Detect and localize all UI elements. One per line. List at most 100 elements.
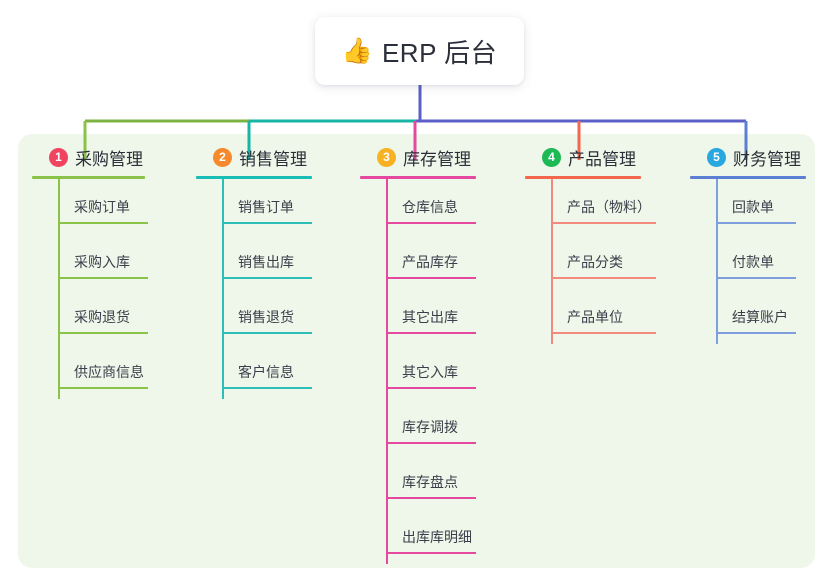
list-item[interactable]: 产品（物料） <box>525 179 656 234</box>
list-item-rule <box>222 387 312 389</box>
list-item-rule <box>551 277 656 279</box>
list-item-rule <box>386 332 476 334</box>
list-item[interactable]: 产品单位 <box>525 289 656 344</box>
list-item[interactable]: 其它入库 <box>360 344 476 399</box>
branch-title-4: 产品管理 <box>568 149 636 169</box>
list-item-rule <box>386 387 476 389</box>
branch-title-1: 采购管理 <box>75 149 143 169</box>
list-item-label: 产品单位 <box>567 309 623 325</box>
list-item-label: 其它入库 <box>402 364 458 380</box>
list-item-label: 销售出库 <box>238 254 294 270</box>
branch-items-1: 采购订单 采购入库 采购退货 供应商信息 <box>32 179 148 399</box>
branch-header-2[interactable]: 2 销售管理 <box>196 144 312 170</box>
list-item[interactable]: 结算账户 <box>690 289 806 344</box>
list-item-label: 产品分类 <box>567 254 623 270</box>
list-item[interactable]: 付款单 <box>690 234 806 289</box>
list-item[interactable]: 库存调拨 <box>360 399 476 454</box>
list-item-label: 库存调拨 <box>402 419 458 435</box>
list-item-label: 其它出库 <box>402 309 458 325</box>
branch-items-3: 仓库信息 产品库存 其它出库 其它入库 库存调拨 库存盘点 <box>360 179 476 564</box>
list-item-label: 客户信息 <box>238 364 294 380</box>
list-item-rule <box>58 332 148 334</box>
list-item[interactable]: 采购退货 <box>32 289 148 344</box>
list-item-label: 回款单 <box>732 199 774 215</box>
list-item[interactable]: 客户信息 <box>196 344 312 399</box>
branch-title-2: 销售管理 <box>239 149 307 169</box>
branch-items-5: 回款单 付款单 结算账户 <box>690 179 806 344</box>
branch-column-4: 4 产品管理 产品（物料） 产品分类 产品单位 <box>525 144 656 344</box>
list-item-rule <box>716 222 796 224</box>
list-item-label: 采购入库 <box>74 254 130 270</box>
branch-column-5: 5 财务管理 回款单 付款单 结算账户 <box>690 144 806 344</box>
list-item-label: 库存盘点 <box>402 474 458 490</box>
branch-badge-3: 3 <box>377 147 396 167</box>
list-item-label: 付款单 <box>732 254 774 270</box>
branch-badge-2: 2 <box>213 147 232 167</box>
branch-badge-1: 1 <box>49 147 68 167</box>
list-item-label: 出库库明细 <box>402 529 472 545</box>
list-item[interactable]: 采购入库 <box>32 234 148 289</box>
branch-badge-4: 4 <box>542 147 561 167</box>
list-item-rule <box>58 277 148 279</box>
branch-spine-1 <box>58 179 60 399</box>
branch-rule-2 <box>196 176 312 179</box>
branch-column-1: 1 采购管理 采购订单 采购入库 采购退货 供应商信息 <box>32 144 148 399</box>
list-item-label: 销售退货 <box>238 309 294 325</box>
list-item-rule <box>386 552 476 554</box>
branch-badge-5: 5 <box>707 147 726 167</box>
list-item[interactable]: 供应商信息 <box>32 344 148 399</box>
list-item[interactable]: 销售退货 <box>196 289 312 344</box>
list-item-rule <box>386 442 476 444</box>
list-item[interactable]: 仓库信息 <box>360 179 476 234</box>
branch-header-4[interactable]: 4 产品管理 <box>525 144 641 170</box>
list-item-rule <box>386 497 476 499</box>
branch-spine-2 <box>222 179 224 399</box>
branch-title-3: 库存管理 <box>403 149 471 169</box>
list-item-rule <box>222 222 312 224</box>
list-item-rule <box>386 222 476 224</box>
list-item-rule <box>222 277 312 279</box>
list-item-rule <box>222 332 312 334</box>
branch-header-5[interactable]: 5 财务管理 <box>690 144 806 170</box>
list-item-rule <box>716 277 796 279</box>
list-item-label: 采购退货 <box>74 309 130 325</box>
list-item[interactable]: 产品库存 <box>360 234 476 289</box>
list-item-rule <box>551 332 656 334</box>
list-item[interactable]: 库存盘点 <box>360 454 476 509</box>
branch-rule-1 <box>32 176 145 179</box>
list-item-label: 结算账户 <box>732 309 788 325</box>
list-item[interactable]: 销售订单 <box>196 179 312 234</box>
branch-items-2: 销售订单 销售出库 销售退货 客户信息 <box>196 179 312 399</box>
branch-rule-4 <box>525 176 641 179</box>
list-item[interactable]: 产品分类 <box>525 234 656 289</box>
list-item-label: 产品库存 <box>402 254 458 270</box>
branch-spine-3 <box>386 179 388 564</box>
list-item[interactable]: 出库库明细 <box>360 509 476 564</box>
list-item-rule <box>386 277 476 279</box>
branch-rule-5 <box>690 176 806 179</box>
root-node-title: ERP 后台 <box>381 37 498 68</box>
branch-header-3[interactable]: 3 库存管理 <box>360 144 476 170</box>
diagram-panel <box>18 134 815 568</box>
list-item-rule <box>551 222 656 224</box>
root-node[interactable]: 👍 ERP 后台 <box>315 17 524 85</box>
thumbs-up-icon: 👍 <box>341 36 373 65</box>
branch-spine-5 <box>716 179 718 344</box>
list-item[interactable]: 回款单 <box>690 179 806 234</box>
list-item[interactable]: 采购订单 <box>32 179 148 234</box>
branch-header-1[interactable]: 1 采购管理 <box>32 144 145 170</box>
list-item-rule <box>716 332 796 334</box>
list-item-rule <box>58 222 148 224</box>
list-item[interactable]: 销售出库 <box>196 234 312 289</box>
branch-items-4: 产品（物料） 产品分类 产品单位 <box>525 179 656 344</box>
list-item-label: 供应商信息 <box>74 364 144 380</box>
list-item[interactable]: 其它出库 <box>360 289 476 344</box>
branch-column-2: 2 销售管理 销售订单 销售出库 销售退货 客户信息 <box>196 144 312 399</box>
branch-rule-3 <box>360 176 476 179</box>
list-item-label: 销售订单 <box>238 199 294 215</box>
list-item-rule <box>58 387 148 389</box>
list-item-label: 产品（物料） <box>567 199 651 215</box>
branch-column-3: 3 库存管理 仓库信息 产品库存 其它出库 其它入库 库存调拨 <box>360 144 476 564</box>
branch-title-5: 财务管理 <box>733 149 801 169</box>
